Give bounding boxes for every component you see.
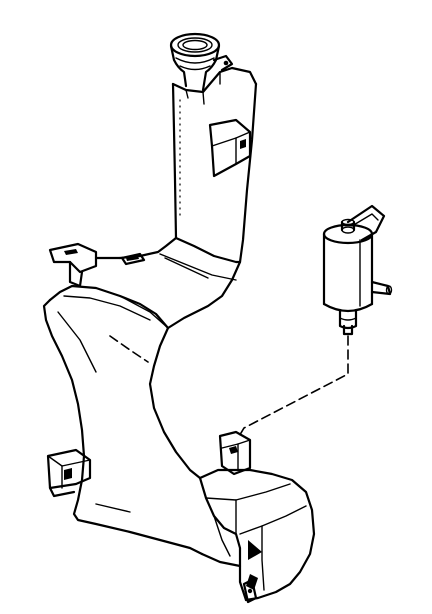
right-mount-bracket <box>218 430 252 476</box>
upper-mount-bracket <box>208 118 252 178</box>
washer-pump <box>322 204 393 336</box>
left-lower-tab <box>46 448 92 498</box>
washer-reservoir <box>42 32 316 604</box>
left-upper-tab <box>48 242 98 288</box>
filler-neck <box>169 32 234 92</box>
assembly-leader-line <box>237 335 349 439</box>
lower-housing <box>198 468 316 604</box>
